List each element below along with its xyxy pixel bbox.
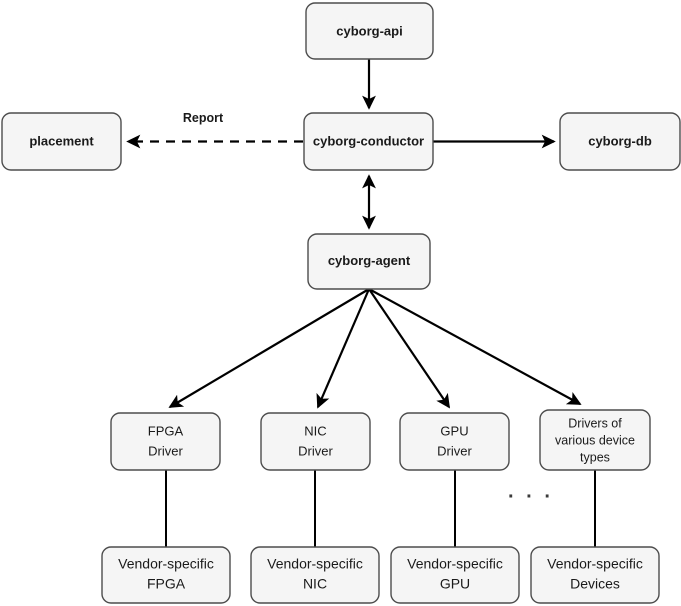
- node-vendor-gpu-box[interactable]: [390, 546, 520, 604]
- node-gpu-driver-box[interactable]: [399, 412, 510, 471]
- node-gpu-driver-label-line2: Driver: [437, 443, 472, 458]
- node-cyborg-conductor-box[interactable]: [303, 112, 434, 171]
- node-cyborg-api[interactable]: cyborg-api: [305, 2, 434, 60]
- node-vendor-nic-box[interactable]: [250, 546, 380, 604]
- node-gpu-driver[interactable]: GPU Driver: [399, 412, 510, 471]
- node-vendor-gpu-label-line2: GPU: [440, 576, 470, 592]
- ellipsis-annotation: · · ·: [508, 486, 554, 508]
- node-various-drivers[interactable]: Drivers of various device types: [539, 409, 651, 471]
- node-various-drivers-label-line2: various device: [555, 433, 635, 447]
- node-vendor-nic[interactable]: Vendor-specific NIC: [250, 546, 380, 604]
- node-fpga-driver-label-line1: FPGA: [148, 423, 184, 438]
- node-vendor-gpu[interactable]: Vendor-specific GPU: [390, 546, 520, 604]
- edge-layer: [126, 59, 596, 547]
- node-cyborg-agent-label: cyborg-agent: [328, 253, 411, 268]
- node-cyborg-api-box[interactable]: [305, 2, 434, 60]
- node-various-drivers-box[interactable]: [539, 409, 651, 471]
- node-vendor-fpga-label-line2: FPGA: [147, 576, 186, 592]
- edge-agent-to-gpu-driver: [368, 288, 451, 409]
- node-cyborg-conductor-label: cyborg-conductor: [313, 133, 424, 148]
- node-vendor-devices-box[interactable]: [530, 546, 660, 604]
- node-vendor-devices-label-line1: Vendor-specific: [547, 556, 643, 572]
- edge-agent-to-various-drivers: [368, 288, 582, 405]
- node-vendor-nic-label-line2: NIC: [303, 576, 327, 592]
- edge-agent-to-nic-driver: [316, 288, 371, 409]
- node-nic-driver-box[interactable]: [260, 412, 371, 471]
- node-vendor-fpga-label-line1: Vendor-specific: [118, 556, 214, 572]
- node-vendor-devices[interactable]: Vendor-specific Devices: [530, 546, 660, 604]
- node-placement-box[interactable]: [1, 112, 122, 171]
- edge-label-report: Report: [183, 111, 224, 125]
- annotation-layer: · · ·: [508, 486, 554, 508]
- node-vendor-nic-label-line1: Vendor-specific: [267, 556, 363, 572]
- node-vendor-devices-label-line2: Devices: [570, 576, 620, 592]
- edge-label-layer: Report: [183, 111, 224, 125]
- node-placement[interactable]: placement: [1, 112, 122, 171]
- node-nic-driver-label-line2: Driver: [298, 443, 333, 458]
- node-fpga-driver-box[interactable]: [110, 412, 221, 471]
- node-cyborg-db-label: cyborg-db: [588, 133, 652, 148]
- node-cyborg-db[interactable]: cyborg-db: [559, 112, 681, 171]
- node-cyborg-agent-box[interactable]: [307, 233, 431, 290]
- edge-agent-to-fpga-driver: [168, 288, 370, 408]
- node-various-drivers-label-line1: Drivers of: [568, 416, 622, 430]
- node-nic-driver[interactable]: NIC Driver: [260, 412, 371, 471]
- node-vendor-gpu-label-line1: Vendor-specific: [407, 556, 503, 572]
- node-cyborg-api-label: cyborg-api: [336, 23, 402, 38]
- node-placement-label: placement: [29, 133, 94, 148]
- node-gpu-driver-label-line1: GPU: [440, 423, 468, 438]
- node-cyborg-conductor[interactable]: cyborg-conductor: [303, 112, 434, 171]
- node-nic-driver-label-line1: NIC: [304, 423, 326, 438]
- node-fpga-driver-label-line2: Driver: [148, 443, 183, 458]
- node-vendor-fpga[interactable]: Vendor-specific FPGA: [101, 546, 231, 604]
- node-fpga-driver[interactable]: FPGA Driver: [110, 412, 221, 471]
- node-vendor-fpga-box[interactable]: [101, 546, 231, 604]
- node-various-drivers-label-line3: types: [580, 450, 610, 464]
- node-cyborg-db-box[interactable]: [559, 112, 681, 171]
- node-cyborg-agent[interactable]: cyborg-agent: [307, 233, 431, 290]
